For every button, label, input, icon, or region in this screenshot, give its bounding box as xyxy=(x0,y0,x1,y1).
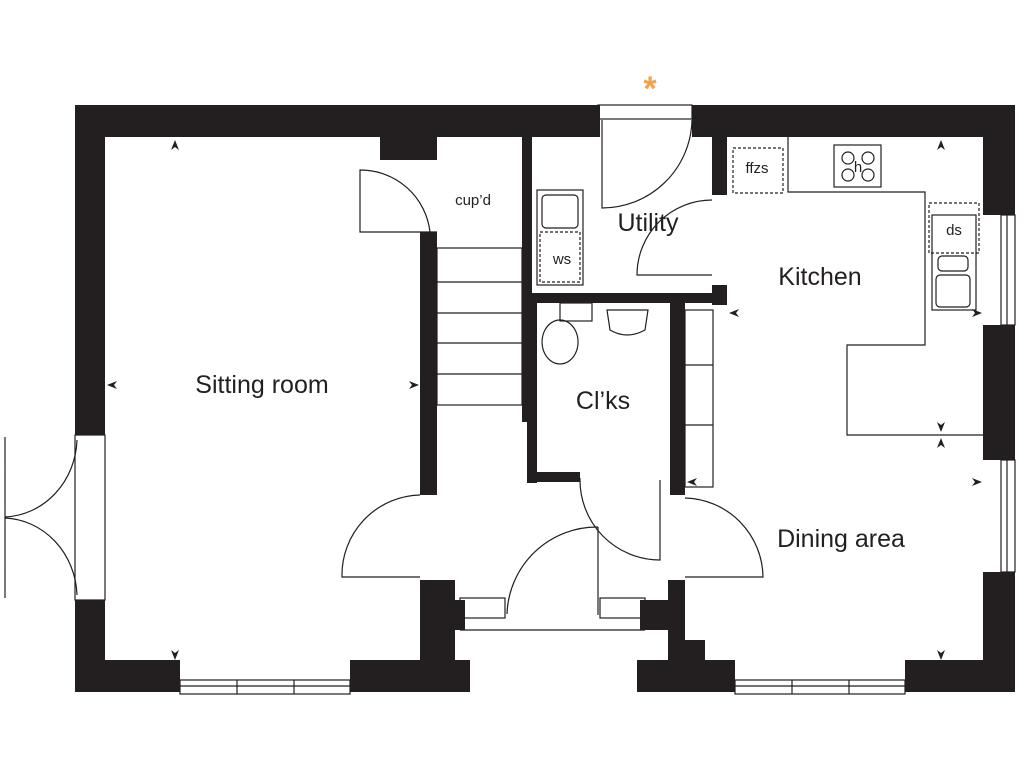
label-ws: ws xyxy=(552,251,571,268)
label-cloaks: Cl’ks xyxy=(576,387,630,415)
doors xyxy=(4,104,764,615)
kitchen-units xyxy=(536,137,983,436)
label-sitting-room: Sitting room xyxy=(195,371,328,399)
hob-icon xyxy=(833,144,882,188)
label-cupboard: cup’d xyxy=(455,192,491,209)
dimension-arrows xyxy=(107,140,982,660)
label-ffzs: ffzs xyxy=(745,160,768,177)
label-utility: Utility xyxy=(617,209,679,237)
label-kitchen: Kitchen xyxy=(778,263,861,291)
utility-sink-icon xyxy=(536,189,584,286)
entrance-marker: * xyxy=(643,70,657,108)
walls xyxy=(75,105,1015,692)
windows xyxy=(179,214,1016,695)
label-dining-area: Dining area xyxy=(777,525,905,553)
label-ds: ds xyxy=(946,222,962,239)
toilet-icon xyxy=(541,319,579,365)
basin-icon xyxy=(606,309,649,336)
sink-icon xyxy=(931,214,977,311)
stairs xyxy=(436,247,714,488)
room-labels: Sitting room Kitchen Utility Cl’ks Dinin… xyxy=(195,70,962,553)
label-hob: h xyxy=(854,159,862,176)
